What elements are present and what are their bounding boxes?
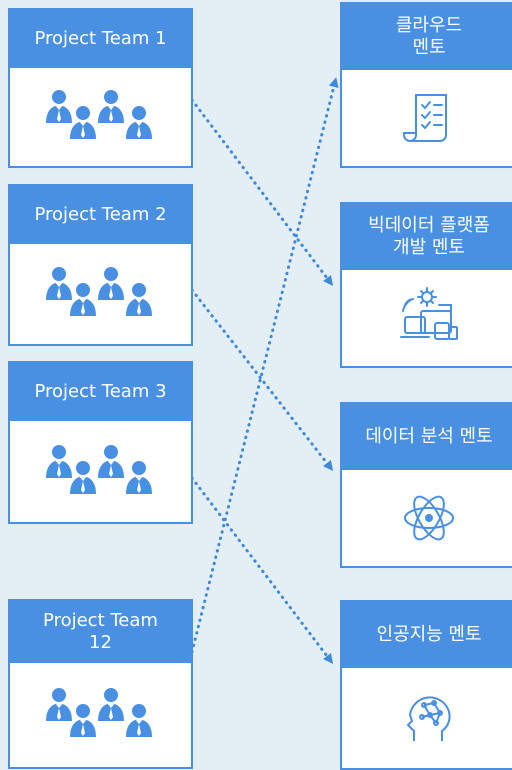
- team-members-icon: [31, 77, 171, 157]
- checklist-icon: [403, 94, 447, 142]
- team-members-icon: [31, 675, 171, 755]
- devices-gear-icon: [400, 287, 458, 340]
- team-title: Project Team 3: [10, 363, 191, 421]
- team-members-icon: [31, 432, 171, 512]
- arrow-team2-to-analysis: [190, 288, 334, 471]
- mentor-card-bigdata: 빅데이터 플랫폼 개발 멘토: [340, 202, 512, 368]
- mentor-card-analysis: 데이터 분석 멘토: [340, 402, 512, 568]
- mentor-title: 클라우드 멘토: [342, 4, 512, 70]
- team-card-12: Project Team 12: [8, 599, 193, 769]
- team-title: Project Team 1: [10, 10, 191, 68]
- arrow-team3-to-ai: [190, 476, 334, 664]
- mentor-card-cloud: 클라우드 멘토: [340, 2, 512, 168]
- team-title: Project Team 12: [10, 601, 191, 663]
- mentor-title: 데이터 분석 멘토: [342, 404, 512, 470]
- arrow-team1-to-bigdata: [190, 98, 334, 286]
- team-card-3: Project Team 3: [8, 361, 193, 524]
- team-card-1: Project Team 1: [8, 8, 193, 168]
- mentor-title: 인공지능 멘토: [342, 602, 512, 668]
- team-members-icon: [31, 254, 171, 334]
- mentor-card-ai: 인공지능 멘토: [340, 600, 512, 770]
- ai-brain-icon: [407, 696, 451, 741]
- team-card-2: Project Team 2: [8, 184, 193, 346]
- team-title: Project Team 2: [10, 186, 191, 244]
- atom-icon: [404, 495, 454, 541]
- arrow-team12-to-cloud: [190, 77, 339, 654]
- mentor-title: 빅데이터 플랫폼 개발 멘토: [342, 204, 512, 270]
